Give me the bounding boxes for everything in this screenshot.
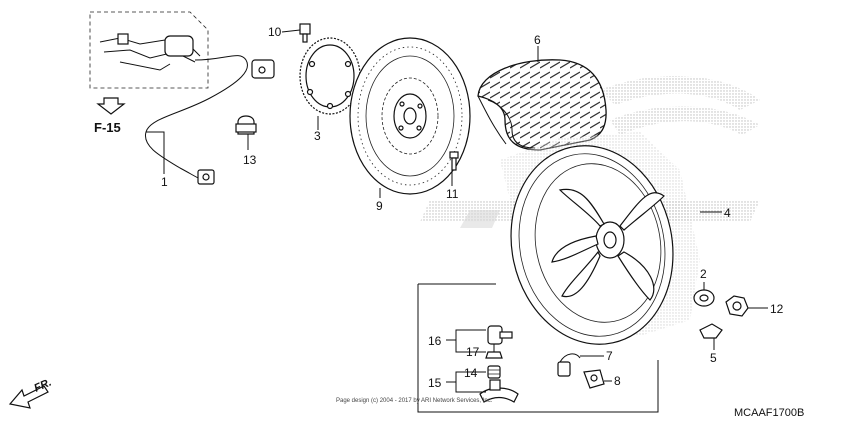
copyright-text: Page design (c) 2004 - 2017 by ARI Netwo… (336, 398, 493, 404)
callout-17[interactable]: 17 (466, 345, 480, 359)
down-arrow-icon (96, 97, 126, 115)
part-12-nut (725, 295, 749, 317)
diagram-code: MCAAF1700B (734, 407, 804, 419)
part-5-weight (699, 323, 723, 339)
front-direction-arrow: FR. (8, 377, 53, 409)
leader-lines (146, 29, 768, 393)
part-17-nut (485, 351, 503, 359)
callout-3[interactable]: 3 (314, 129, 321, 143)
callout-16[interactable]: 16 (428, 334, 442, 348)
part-11-screw (449, 151, 459, 171)
part-7-sensor (557, 353, 581, 377)
part-2-nut (693, 289, 715, 307)
part-8-clamp (583, 369, 605, 389)
callout-11[interactable]: 11 (446, 187, 459, 201)
valve-kit-box (417, 283, 659, 413)
reference-arrow[interactable]: F-15 (94, 97, 126, 135)
harness-subassembly-box (89, 11, 209, 89)
part-14-cap (487, 365, 501, 379)
part-1-sensor-cable (144, 55, 275, 185)
callout-7[interactable]: 7 (606, 349, 613, 363)
reference-label[interactable]: F-15 (94, 120, 121, 135)
part-callouts: 10 1 13 3 9 6 11 4 2 12 5 16 17 14 15 7 … (161, 25, 784, 390)
part-6-tire (477, 59, 607, 151)
callout-9[interactable]: 9 (376, 199, 383, 213)
callout-12[interactable]: 12 (770, 302, 784, 316)
callout-15[interactable]: 15 (428, 376, 442, 390)
part-16-valve (487, 325, 513, 352)
callout-13[interactable]: 13 (243, 153, 257, 167)
part-15-valve-stem (479, 379, 519, 403)
front-arrow-icon (8, 385, 49, 409)
part-9-brake-disc (349, 37, 471, 195)
callout-8[interactable]: 8 (614, 374, 621, 388)
callout-10[interactable]: 10 (268, 25, 282, 39)
callout-1[interactable]: 1 (161, 175, 168, 189)
callout-6[interactable]: 6 (534, 33, 541, 47)
callout-5[interactable]: 5 (710, 351, 717, 365)
front-label: FR. (32, 377, 53, 395)
part-4-wheel-rim (500, 132, 700, 345)
part-13-clip (235, 115, 257, 135)
callout-14[interactable]: 14 (464, 366, 478, 380)
part-10-bolt (299, 23, 311, 43)
callout-2[interactable]: 2 (700, 267, 707, 281)
callout-4[interactable]: 4 (724, 206, 731, 220)
